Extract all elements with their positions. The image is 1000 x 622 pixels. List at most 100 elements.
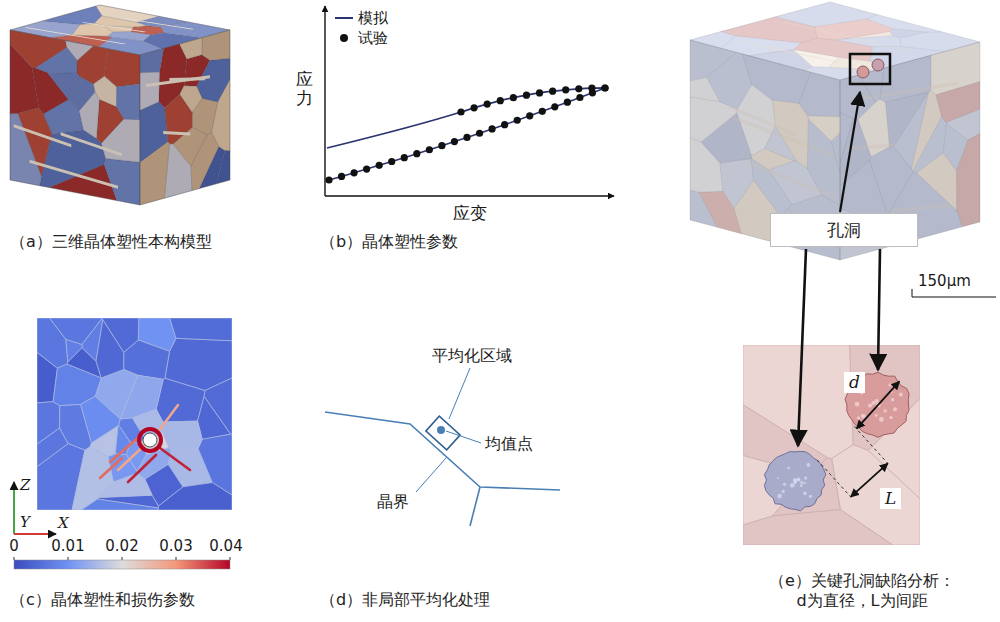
surface-texture — [888, 384, 891, 387]
color-bar — [14, 560, 230, 569]
mean-point — [437, 426, 445, 434]
zoom-ground — [743, 345, 920, 545]
test-point — [325, 176, 332, 183]
leader-line — [416, 458, 446, 492]
face-shade — [10, 30, 140, 205]
slip-band — [128, 455, 156, 482]
grain — [99, 473, 152, 497]
test-point — [497, 97, 504, 104]
crystal-cube — [10, 5, 230, 205]
scale-bar — [912, 289, 996, 297]
surface-texture — [800, 481, 803, 484]
surface-texture — [809, 495, 812, 498]
test-point — [510, 94, 517, 101]
void-sphere — [857, 66, 869, 78]
stress-strain-plot — [325, 6, 614, 196]
grain — [81, 499, 158, 510]
test-point — [549, 88, 556, 95]
grain — [67, 348, 101, 378]
surface-texture — [794, 482, 796, 484]
face-shade — [140, 30, 230, 205]
color-bar-tick — [230, 557, 231, 560]
axis-label: Y — [20, 513, 30, 532]
test-point — [470, 104, 477, 111]
grain — [37, 318, 68, 368]
surface-texture — [893, 407, 897, 411]
surface-texture — [806, 463, 810, 467]
slip-band — [110, 436, 140, 462]
test-point — [484, 100, 491, 107]
test-point — [576, 94, 583, 101]
tick-label: 0.01 — [51, 537, 84, 556]
slip-band — [158, 405, 178, 432]
test-point — [539, 108, 546, 115]
surface-texture — [875, 414, 878, 417]
averaging-region — [426, 416, 460, 450]
color-bar-tick — [176, 557, 177, 560]
surface-texture — [777, 494, 782, 499]
axis-title: 应变 — [453, 203, 487, 224]
axis-label: Z — [20, 476, 30, 495]
color-bar-tick — [68, 557, 69, 560]
tick-label: 0.04 — [209, 537, 242, 556]
figure-caption: （d）非局部平均化处理 — [320, 590, 490, 610]
test-point — [488, 125, 495, 132]
scale-label: 150μm — [918, 272, 971, 291]
surface-texture — [803, 482, 805, 484]
dimension-label: L — [880, 488, 901, 509]
pointer-arrow — [840, 92, 860, 212]
surface-texture — [783, 483, 786, 486]
pointer-arrow — [878, 249, 880, 370]
test-point — [363, 165, 370, 172]
legend-sample — [334, 32, 354, 44]
simulation-curve — [327, 88, 605, 148]
test-point — [536, 89, 543, 96]
test-point — [401, 154, 408, 161]
legend-sample — [334, 12, 354, 24]
test-point — [457, 108, 464, 115]
axis-x — [14, 533, 56, 535]
grain-boundary — [325, 412, 560, 490]
highlight-box — [850, 54, 890, 84]
axis-z — [13, 482, 15, 534]
grain-boundary-sketch — [325, 368, 560, 526]
pointer-arrow — [798, 249, 806, 446]
zoom-view — [743, 345, 920, 545]
grain — [120, 375, 163, 419]
test-point — [526, 112, 533, 119]
tick-label: 0.03 — [159, 537, 192, 556]
legend-item: 试验 — [334, 28, 388, 48]
legend-item: 模拟 — [334, 8, 388, 28]
grain — [162, 421, 202, 450]
surface-texture — [891, 398, 894, 401]
grain — [204, 378, 232, 434]
test-point — [523, 92, 530, 99]
surface-texture — [787, 467, 790, 470]
grain — [96, 320, 124, 378]
grain — [170, 318, 232, 341]
test-point — [601, 84, 608, 91]
surface-texture — [804, 477, 807, 480]
test-point — [588, 85, 595, 92]
color-bar-tick — [122, 557, 123, 560]
surface-texture — [889, 416, 892, 419]
test-point — [551, 103, 558, 110]
surface-texture — [879, 417, 884, 422]
test-point — [451, 138, 458, 145]
legend-dot — [340, 34, 348, 42]
figure-caption: （b）晶体塑性参数 — [320, 232, 458, 252]
test-point — [562, 86, 569, 93]
extension-line — [817, 426, 888, 497]
test-point — [413, 150, 420, 157]
grain — [158, 483, 232, 510]
surface-texture — [794, 480, 797, 483]
void-sphere — [872, 59, 884, 71]
test-point — [388, 158, 395, 165]
leader-line — [446, 431, 481, 443]
callout-box: 孔洞 — [770, 213, 918, 247]
test-point — [564, 99, 571, 106]
damage-map — [37, 318, 232, 510]
surface-texture — [899, 393, 903, 397]
surface-texture — [857, 416, 860, 419]
